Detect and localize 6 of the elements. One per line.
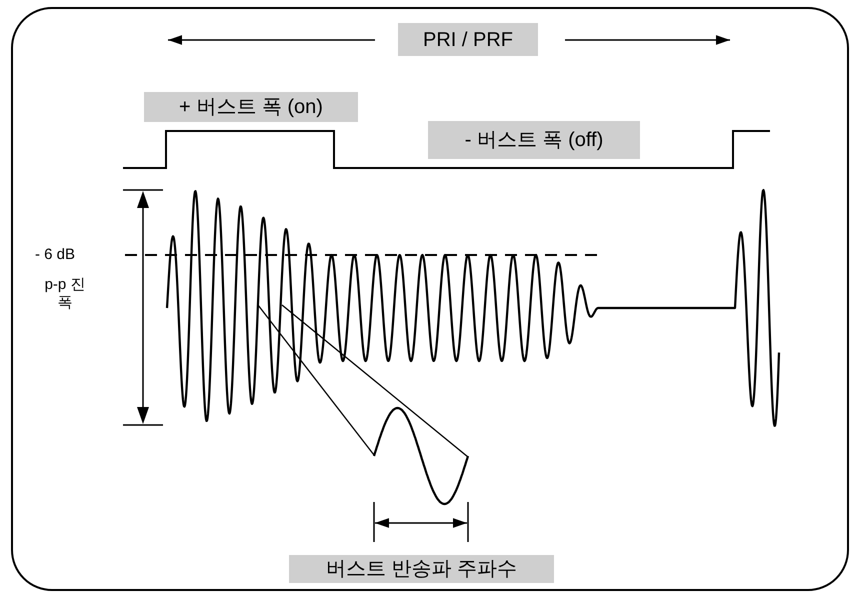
axis-label: p-p 진폭 [44, 276, 86, 312]
label-box: + 버스트 폭 (on) [144, 92, 358, 122]
label-box: PRI / PRF [398, 23, 538, 56]
label-box: - 버스트 폭 (off) [428, 121, 640, 159]
level-label: - 6 dB [34, 246, 76, 264]
label-box: 버스트 반송파 주파수 [289, 555, 554, 583]
